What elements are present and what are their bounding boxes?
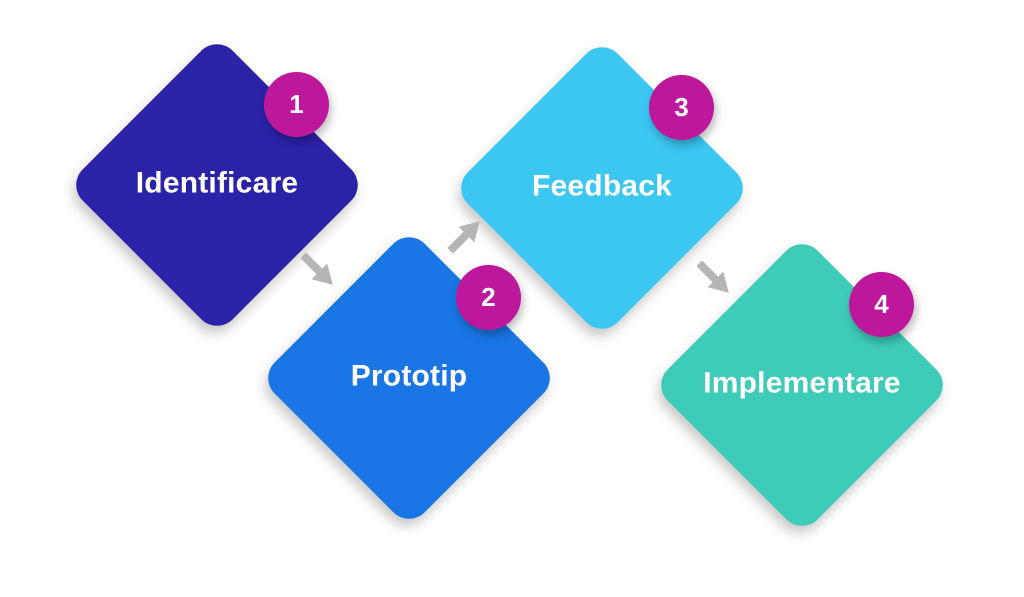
step-number-badge-3: 3 (649, 75, 714, 140)
step-number-badge-2: 2 (456, 265, 521, 330)
step-number-badge-4: 4 (849, 272, 914, 337)
step-implementare: Implementare 4 (652, 235, 952, 535)
arrow-step3-to-step4-icon (696, 260, 729, 293)
step-label-implementare: Implementare (703, 366, 901, 400)
step-label-prototip: Prototip (350, 359, 468, 393)
step-label-identificare: Identificare (135, 166, 299, 200)
step-prototip: Prototip 2 (259, 228, 559, 528)
step-number-badge-1: 1 (264, 72, 329, 137)
step-label-feedback: Feedback (532, 169, 672, 203)
arrow-step1-to-step2-icon (300, 252, 333, 285)
step-feedback: Feedback 3 (452, 38, 752, 338)
step-identificare: Identificare 1 (67, 35, 367, 335)
arrow-step2-to-step3-icon (447, 221, 480, 254)
